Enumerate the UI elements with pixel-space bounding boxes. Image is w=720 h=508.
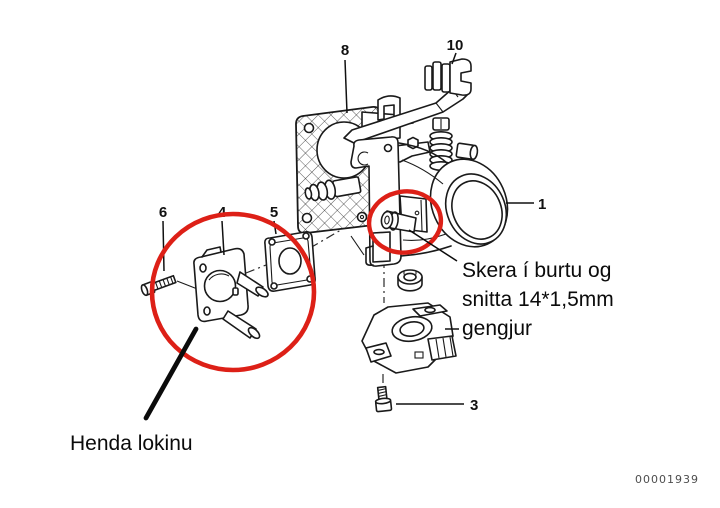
part-label-5: 5 [270, 204, 278, 221]
discard-note: Henda lokinu [70, 432, 193, 455]
throttle-position-sensor [361, 302, 457, 374]
bolt [140, 274, 177, 297]
part-label-10: 10 [447, 37, 464, 54]
cut-note-line2: snitta 14*1,5mm [462, 288, 614, 311]
part-label-8: 8 [341, 42, 349, 59]
leader-lines [162, 52, 534, 405]
gasket [264, 231, 316, 292]
cut-pointer-line [408, 229, 458, 262]
cut-note-line1: Skera í burtu og [462, 259, 611, 282]
vacuum-nipple [380, 195, 428, 233]
part-label-1: 1 [538, 196, 546, 213]
discard-circle-annotation [149, 211, 317, 373]
retaining-clip [424, 58, 472, 96]
adjuster-screw [432, 117, 450, 131]
throttle-body [350, 136, 509, 267]
discard-pointer-line [143, 326, 199, 421]
hose-fitting [304, 176, 362, 202]
cover-cap [193, 246, 269, 340]
sensor-screw [374, 385, 393, 413]
part-label-6: 6 [159, 204, 167, 221]
return-spring [429, 131, 453, 172]
part-label-3: 3 [470, 397, 478, 414]
cut-note-line3: gengjur [462, 317, 532, 340]
drawing-number: 00001939 [635, 473, 699, 486]
cut-circle-annotation [366, 189, 444, 255]
flange-nut [397, 269, 423, 292]
